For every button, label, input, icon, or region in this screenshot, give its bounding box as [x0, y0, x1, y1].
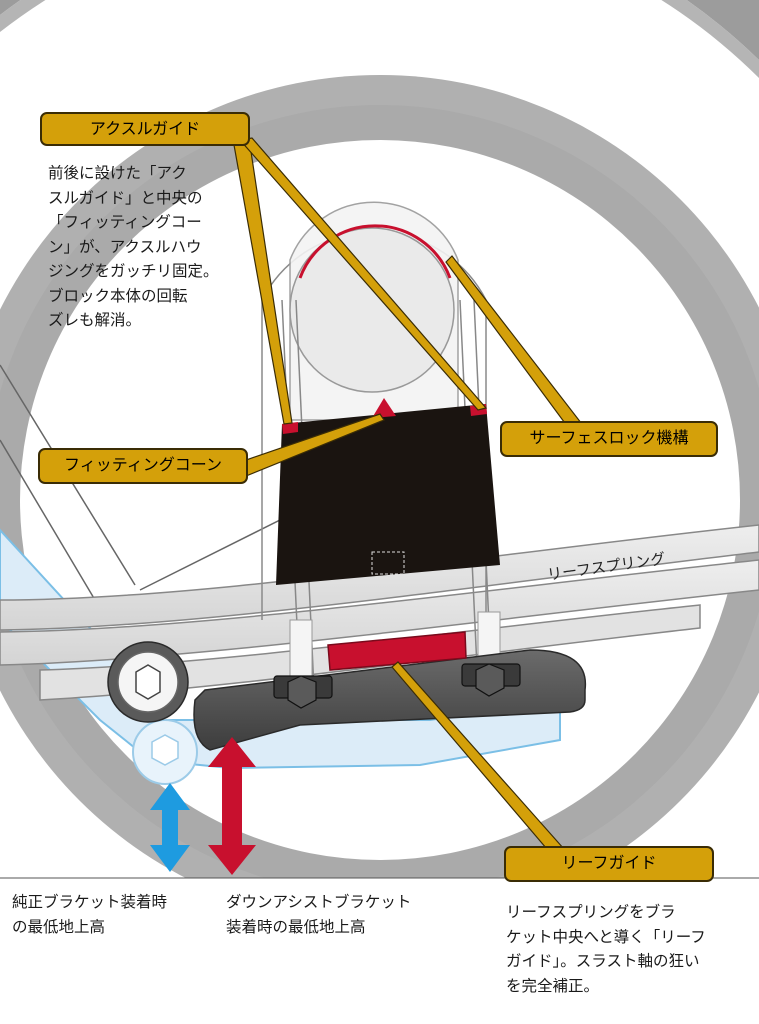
axle-housing: [261, 201, 487, 620]
stock-clearance-label: 純正ブラケット装着時 の最低地上高: [12, 893, 168, 936]
lowering-block: [276, 398, 500, 585]
down-assist-clearance-label: ダウンアシストブラケット 装着時の最低地上高: [226, 893, 412, 936]
leaf-guide-description: リーフスプリングをブラ ケット中央へと導く「リーフ ガイド」。スラスト軸の狂い …: [506, 903, 706, 995]
leader-lines: [233, 137, 587, 863]
callout-surface-lock: サーフェスロック機構: [500, 421, 718, 457]
callout-leaf-guide: リーフガイド: [504, 846, 714, 882]
nuts: [273, 663, 521, 709]
stock-clearance-arrow: [150, 783, 190, 872]
axle-guide-description: 前後に設けた「アク スルガイド」と中央の 「フィッティングコー ン」が、アクスル…: [48, 164, 219, 329]
callout-fitting-cone: フィッティングコーン: [38, 448, 248, 484]
callout-axle-guide: アクスルガイド: [40, 112, 250, 146]
leaf-guide-part: [327, 631, 467, 671]
down-assist-clearance-arrow: [208, 737, 256, 875]
